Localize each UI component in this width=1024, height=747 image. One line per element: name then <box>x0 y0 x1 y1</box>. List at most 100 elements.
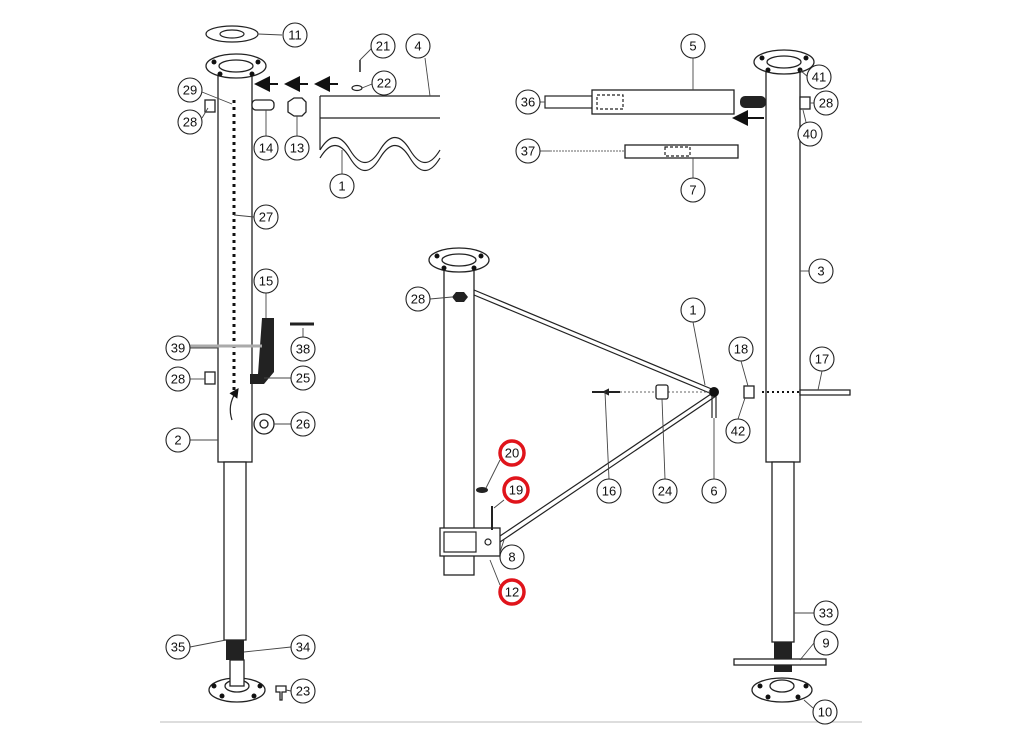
svg-text:16: 16 <box>602 484 616 499</box>
tube-5 <box>591 89 735 115</box>
svg-text:34: 34 <box>296 640 310 655</box>
callout-39[interactable]: 39 <box>165 335 191 361</box>
extension-tubes <box>544 89 739 159</box>
svg-text:14: 14 <box>259 141 273 156</box>
svg-text:10: 10 <box>818 705 832 720</box>
callout-28-top-left[interactable]: 28 <box>177 109 203 135</box>
callout-5[interactable]: 5 <box>680 33 706 59</box>
callout-22[interactable]: 22 <box>371 70 397 96</box>
bracket-12 <box>439 527 501 557</box>
callout-16[interactable]: 16 <box>596 478 622 504</box>
callout-37[interactable]: 37 <box>515 138 541 164</box>
svg-text:1: 1 <box>689 303 696 318</box>
svg-text:38: 38 <box>296 342 310 357</box>
svg-text:28: 28 <box>171 372 185 387</box>
callout-10[interactable]: 10 <box>812 699 838 725</box>
svg-text:37: 37 <box>521 144 535 159</box>
callout-1-awning[interactable]: 1 <box>329 173 355 199</box>
svg-text:7: 7 <box>689 183 696 198</box>
svg-text:25: 25 <box>296 371 310 386</box>
callouts: 11 21 4 22 29 28 14 13 1 27 15 38 39 28 … <box>165 22 839 725</box>
svg-text:2: 2 <box>174 433 181 448</box>
callout-1-strut[interactable]: 1 <box>680 297 706 323</box>
pin-14 <box>251 99 275 111</box>
svg-text:3: 3 <box>817 264 824 279</box>
callout-35[interactable]: 35 <box>165 634 191 660</box>
callout-14[interactable]: 14 <box>253 135 279 161</box>
callout-20-highlighted[interactable]: 20 <box>498 439 526 467</box>
svg-text:13: 13 <box>290 141 304 156</box>
callout-25[interactable]: 25 <box>290 365 316 391</box>
callout-13[interactable]: 13 <box>284 135 310 161</box>
callout-15[interactable]: 15 <box>253 268 279 294</box>
strut-8 <box>499 391 717 543</box>
handle-9 <box>733 658 827 666</box>
callout-40[interactable]: 40 <box>797 121 823 147</box>
svg-text:35: 35 <box>171 640 185 655</box>
svg-text:17: 17 <box>815 352 829 367</box>
callout-2[interactable]: 2 <box>165 427 191 453</box>
svg-text:40: 40 <box>803 127 817 142</box>
svg-text:29: 29 <box>183 83 197 98</box>
svg-text:26: 26 <box>296 417 310 432</box>
svg-text:11: 11 <box>288 28 302 43</box>
callout-29[interactable]: 29 <box>177 77 203 103</box>
svg-text:27: 27 <box>259 210 273 225</box>
svg-text:1: 1 <box>338 179 345 194</box>
washer-11 <box>205 25 259 43</box>
svg-text:15: 15 <box>259 274 273 289</box>
callout-24[interactable]: 24 <box>652 478 678 504</box>
callout-33[interactable]: 33 <box>813 600 839 626</box>
middle-bracket-assembly <box>428 247 719 576</box>
callout-42[interactable]: 42 <box>725 418 751 444</box>
callout-3[interactable]: 3 <box>808 258 834 284</box>
callout-7[interactable]: 7 <box>680 177 706 203</box>
callout-17[interactable]: 17 <box>809 346 835 372</box>
svg-text:6: 6 <box>710 484 717 499</box>
callout-38[interactable]: 38 <box>290 336 316 362</box>
callout-34[interactable]: 34 <box>290 634 316 660</box>
nut-13 <box>287 97 307 117</box>
tube-7 <box>624 144 739 159</box>
upper-tube-3 <box>765 61 801 463</box>
lower-tube-33 <box>771 461 795 643</box>
callout-18[interactable]: 18 <box>728 336 754 362</box>
crank-handle-15 <box>250 318 274 384</box>
callout-26[interactable]: 26 <box>290 411 316 437</box>
strut-1 <box>473 289 715 395</box>
svg-text:39: 39 <box>171 341 185 356</box>
callout-19-highlighted[interactable]: 19 <box>502 476 530 504</box>
svg-text:4: 4 <box>414 39 421 54</box>
svg-text:33: 33 <box>819 606 833 621</box>
callout-12-highlighted[interactable]: 12 <box>498 578 526 606</box>
svg-text:28: 28 <box>411 292 425 307</box>
bolt-17 <box>799 389 851 396</box>
callout-36[interactable]: 36 <box>515 89 541 115</box>
callout-23[interactable]: 23 <box>290 678 316 704</box>
right-pole-assembly <box>732 49 851 703</box>
callout-9[interactable]: 9 <box>813 630 839 656</box>
callout-8[interactable]: 8 <box>499 544 525 570</box>
callout-28-mid-left[interactable]: 28 <box>165 366 191 392</box>
svg-text:41: 41 <box>812 70 826 85</box>
bolt-23 <box>275 685 287 701</box>
svg-text:20: 20 <box>505 446 519 461</box>
svg-text:24: 24 <box>658 484 672 499</box>
callout-6[interactable]: 6 <box>701 478 727 504</box>
callout-28-middle[interactable]: 28 <box>405 286 431 312</box>
svg-text:22: 22 <box>377 76 391 91</box>
lower-tube-35 <box>223 461 247 641</box>
callout-27[interactable]: 27 <box>253 204 279 230</box>
callout-11[interactable]: 11 <box>282 22 308 48</box>
svg-text:9: 9 <box>822 636 829 651</box>
svg-text:23: 23 <box>296 684 310 699</box>
leader-lines <box>189 33 823 709</box>
callout-4[interactable]: 4 <box>405 33 431 59</box>
beam-4 <box>319 60 441 172</box>
callout-21[interactable]: 21 <box>370 33 396 59</box>
svg-text:21: 21 <box>376 39 390 54</box>
callout-28-top-right[interactable]: 28 <box>813 90 839 116</box>
svg-text:18: 18 <box>734 342 748 357</box>
callout-41[interactable]: 41 <box>806 64 832 90</box>
